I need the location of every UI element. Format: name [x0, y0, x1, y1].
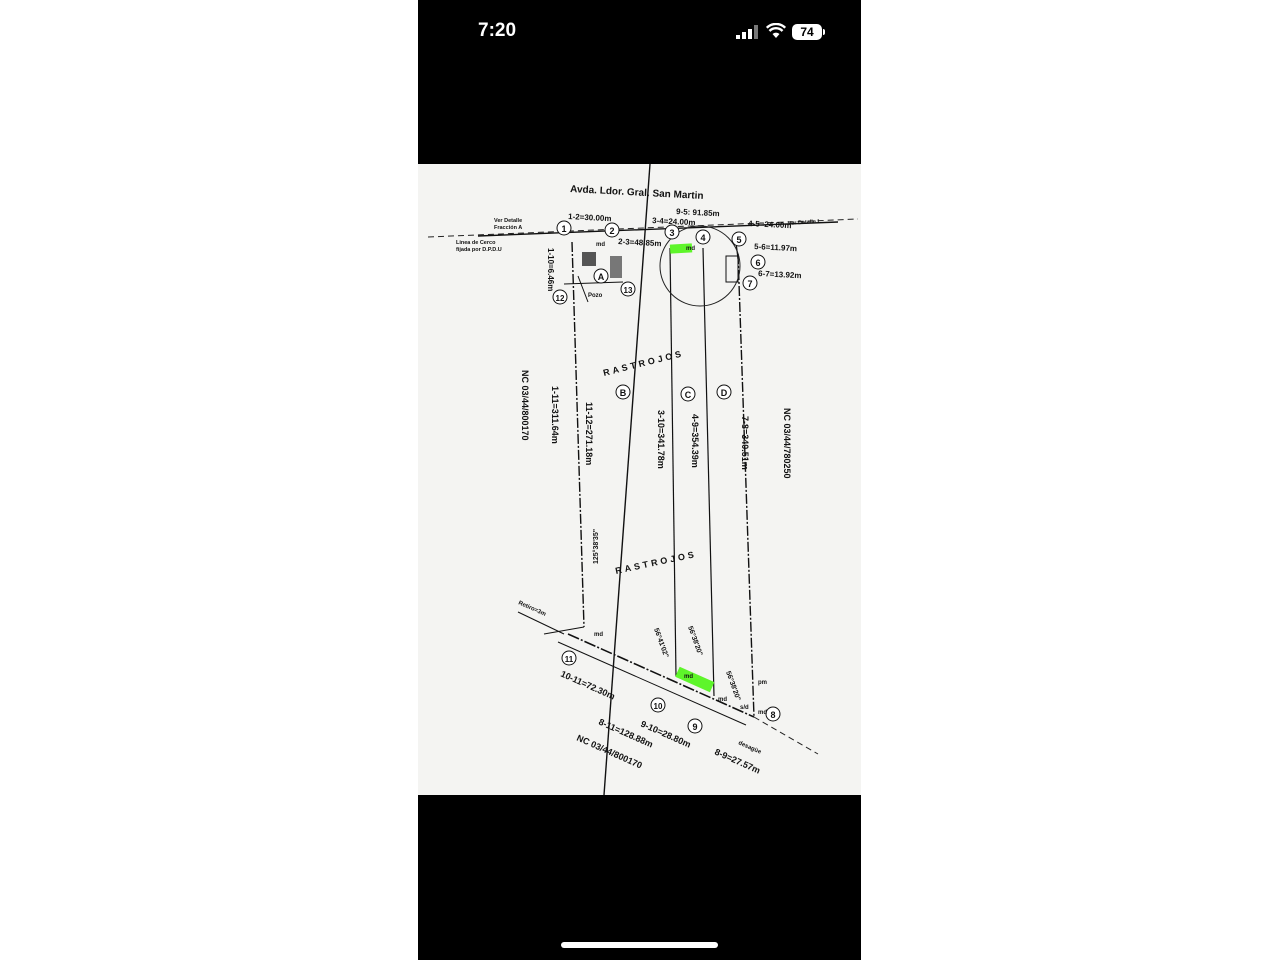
label-1-2: 1-2=30.00m	[568, 212, 612, 223]
node-2: 2	[609, 226, 614, 236]
node-7: 7	[747, 279, 752, 289]
node-markers: 1 2 3 4 5 6 7 8 9 10 11 12 13	[552, 220, 781, 734]
wifi-icon	[766, 23, 786, 38]
highlight-top	[669, 243, 693, 254]
label-1-11: 1-11=311.64m	[550, 386, 560, 444]
md-bottom-3: md	[718, 697, 727, 703]
node-5: 5	[736, 235, 741, 245]
highlight-bottom	[675, 666, 715, 693]
label-5-6: 5-6=11.97m	[754, 242, 797, 253]
ver-detalle-right: Ver Detalle I	[788, 219, 820, 227]
battery-level: 74	[800, 25, 814, 39]
survey-plan-drawing: Avda. Ldor. Gral. San Martin	[418, 164, 861, 795]
battery-icon: 74	[792, 24, 822, 40]
md-bottom-1: md	[594, 632, 603, 638]
parcel-b: B	[620, 388, 627, 398]
status-bar: 7:20 74	[418, 0, 861, 64]
label-7-8: 7-8=340.51m	[740, 416, 750, 470]
nc-left-label: NC 03/44/800170	[520, 370, 530, 441]
parcel-markers: A B C D	[593, 268, 732, 402]
node-11: 11	[565, 655, 574, 664]
label-11-12: 11-12=271.18m	[584, 402, 594, 465]
cellular-signal-icon	[736, 25, 758, 39]
node-12: 12	[556, 294, 565, 303]
label-6-7: 6-7=13.92m	[758, 269, 802, 280]
node-4: 4	[700, 233, 705, 243]
node-1: 1	[561, 224, 566, 234]
ver-detalle-left: Ver Detalle	[494, 218, 522, 224]
clock: 7:20	[478, 20, 517, 41]
linea-cerco-2: fijada por D.P.D.U	[456, 247, 502, 253]
fraccion-label: Fracción A	[494, 225, 522, 231]
label-1-10: 1-10=6.46m	[546, 248, 555, 291]
parcel-a: A	[598, 272, 605, 282]
md-bottom-2: md	[684, 674, 693, 680]
node-9: 9	[692, 722, 697, 732]
angle-1: 125°38'35"	[592, 529, 600, 564]
node-8: 8	[770, 710, 775, 720]
sd-marker: s/d	[740, 705, 749, 711]
label-3-10: 3-10=341.78m	[656, 410, 666, 469]
parcel-d: D	[721, 388, 728, 398]
photo-viewer[interactable]: Avda. Ldor. Gral. San Martin	[418, 164, 861, 795]
node-10: 10	[654, 702, 663, 711]
nc-right-label: NC 03/44/780250	[782, 408, 792, 479]
label-4-9: 4-9=354.39m	[690, 414, 700, 468]
pm-marker: pm	[758, 680, 767, 686]
battery-tip	[823, 29, 825, 35]
pozo-label: Pozo	[588, 293, 603, 299]
label-9-5: 9-5: 91.85m	[676, 207, 720, 218]
node-6: 6	[755, 258, 760, 268]
md-top: md	[596, 242, 605, 248]
phone-screen: 7:20 74 Avda. Ldor. Gral. San Martin	[418, 0, 861, 960]
node-3: 3	[669, 228, 674, 238]
home-indicator[interactable]	[561, 942, 718, 948]
label-4-5: 4-5=24.00m	[748, 219, 792, 230]
md-bottom-4: md	[758, 710, 767, 716]
label-3-4: 3-4=24.00m	[652, 216, 696, 227]
md-top-2: md	[686, 246, 695, 252]
linea-cerco-1: Linea de Cerco	[456, 240, 496, 246]
node-13: 13	[624, 286, 633, 295]
label-2-3: 2-3=48.85m	[618, 237, 662, 248]
parcel-c: C	[685, 390, 692, 400]
